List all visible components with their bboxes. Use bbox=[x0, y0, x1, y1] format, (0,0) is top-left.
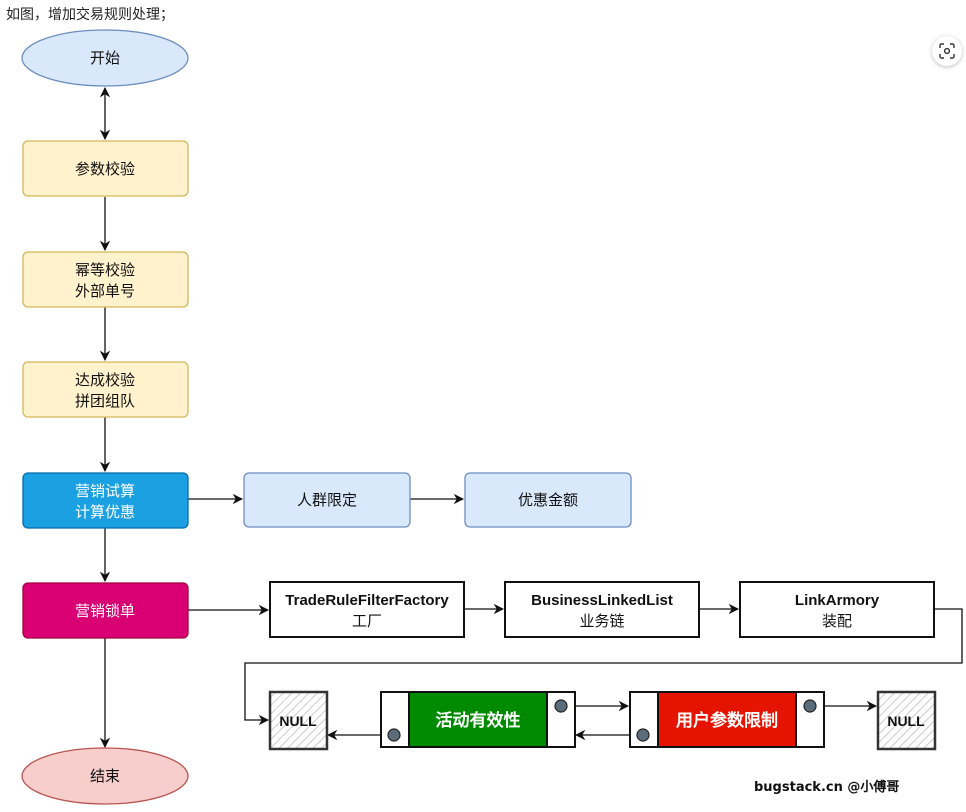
node-end: 结束 bbox=[21, 747, 189, 805]
scan-text-button[interactable] bbox=[932, 36, 962, 66]
node-factory: TradeRuleFilterFactory 工厂 bbox=[269, 581, 465, 638]
node-factory-line1: TradeRuleFilterFactory bbox=[285, 592, 449, 609]
user-limit-next-pointer bbox=[803, 699, 817, 713]
node-discount: 优惠金额 bbox=[464, 472, 632, 528]
node-null-left-label: NULL bbox=[279, 713, 317, 729]
activity-next-pointer bbox=[554, 699, 568, 713]
node-null-left: NULL bbox=[268, 690, 329, 751]
activity-prev-pointer bbox=[387, 728, 401, 742]
node-trial-line2: 计算优惠 bbox=[75, 503, 135, 521]
node-crowd-label: 人群限定 bbox=[297, 491, 357, 509]
node-null-right: NULL bbox=[876, 690, 937, 751]
node-start: 开始 bbox=[21, 29, 189, 87]
node-armory-line1: LinkArmory bbox=[795, 592, 880, 609]
watermark: bugstack.cn @小傅哥 bbox=[754, 780, 900, 795]
node-factory-line2: 工厂 bbox=[352, 612, 382, 630]
edge-armory-null bbox=[244, 608, 963, 726]
node-idempotent: 幂等校验 外部单号 bbox=[22, 251, 189, 308]
node-null-right-label: NULL bbox=[887, 713, 925, 729]
node-start-label: 开始 bbox=[90, 49, 120, 67]
node-lock-label: 营销锁单 bbox=[75, 602, 135, 620]
node-discount-label: 优惠金额 bbox=[518, 491, 578, 509]
node-user-limit-label: 用户参数限制 bbox=[676, 710, 778, 731]
node-end-label: 结束 bbox=[90, 767, 120, 785]
node-trial-line1: 营销试算 bbox=[75, 482, 135, 500]
user-limit-prev-pointer bbox=[636, 728, 650, 742]
node-business-linked-list: BusinessLinkedList 业务链 bbox=[504, 581, 700, 638]
scan-text-icon bbox=[939, 43, 955, 59]
node-param-label: 参数校验 bbox=[75, 160, 135, 178]
node-trial: 营销试算 计算优惠 bbox=[22, 472, 189, 529]
node-activity: 活动有效性 bbox=[380, 691, 576, 748]
flow-edges bbox=[99, 86, 963, 749]
node-biz-line2: 业务链 bbox=[579, 612, 624, 630]
node-crowd: 人群限定 bbox=[243, 472, 411, 528]
node-activity-label: 活动有效性 bbox=[436, 710, 521, 731]
node-idempotent-line1: 幂等校验 bbox=[75, 261, 135, 279]
node-reach-line1: 达成校验 bbox=[75, 371, 135, 389]
node-link-armory: LinkArmory 装配 bbox=[739, 581, 935, 638]
caption: 如图，增加交易规则处理； bbox=[6, 7, 174, 23]
node-lock: 营销锁单 bbox=[22, 582, 189, 639]
node-biz-line1: BusinessLinkedList bbox=[531, 592, 673, 609]
node-user-limit: 用户参数限制 bbox=[629, 691, 825, 748]
node-reach: 达成校验 拼团组队 bbox=[22, 361, 189, 418]
node-reach-line2: 拼团组队 bbox=[75, 392, 135, 410]
node-param: 参数校验 bbox=[22, 140, 189, 197]
node-armory-line2: 装配 bbox=[822, 612, 852, 630]
node-idempotent-line2: 外部单号 bbox=[75, 282, 135, 300]
